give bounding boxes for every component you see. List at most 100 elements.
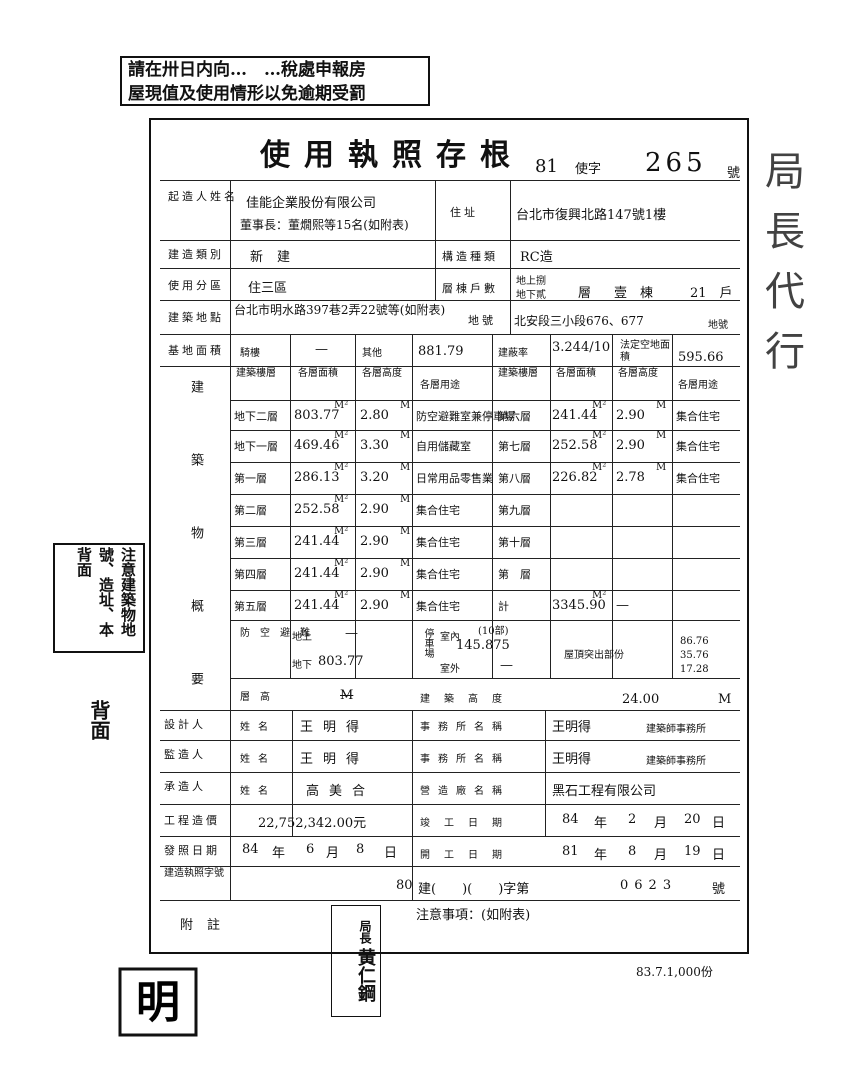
roof-label: 屋頂突出部份: [564, 650, 624, 661]
col-header-use-left: 各層用途: [420, 380, 460, 391]
defense-above-label: 地上: [292, 632, 312, 643]
building-height-value: 24.00: [622, 692, 660, 707]
structure-value: RC造: [520, 250, 553, 265]
owner-company: 佳能企業股份有限公司: [246, 196, 377, 211]
owner-rep: 董事長：董燗熙等15名(如附表): [240, 218, 409, 232]
floors-hu: 21 戶: [690, 286, 733, 301]
left-floor-area: 241.44: [294, 598, 340, 613]
right-floor-area: 3345.90: [552, 598, 606, 613]
left-floor-height: 2.90: [360, 566, 389, 581]
right-floor-height: 2.90: [616, 408, 645, 423]
base-area-label: 基地面積: [168, 344, 224, 357]
left-floor-use: 集合住宅: [416, 600, 460, 613]
parking-outdoor-label: 室外: [440, 664, 460, 675]
issue-label: 發照日期: [164, 844, 220, 857]
base-other-label: 其他: [362, 348, 382, 359]
right-floor-name: 第十層: [498, 536, 531, 549]
structure-label: 構造種類: [442, 250, 498, 263]
roof-value-3: 17.28: [680, 664, 709, 675]
form-footer: 83.7.1,000份: [636, 965, 713, 979]
build-type-label: 建造類別: [168, 248, 224, 261]
doc-word: 使字: [575, 162, 602, 177]
left-floor-name: 第二層: [234, 504, 267, 517]
seal-text: 明: [136, 977, 180, 1028]
tax-notice-stamp: 請在卅日内向… …稅處申報房 屋現值及使用情形以免逾期受罰: [120, 56, 430, 106]
parking-indoor-count: (10部): [478, 626, 509, 637]
chief-seal: 局長 黃仁鋼: [331, 905, 381, 1017]
left-unit-m2: M²: [334, 430, 349, 441]
left-floor-area: 252.58: [294, 502, 340, 517]
left-unit-m: M: [400, 526, 411, 537]
left-floor-name: 第一層: [234, 472, 267, 485]
left-floor-name: 地下一層: [234, 440, 278, 453]
right-floor-name: 第七層: [498, 440, 531, 453]
site-address: 台北市明水路397巷2弄22號等(如附表): [234, 303, 446, 317]
right-unit-m2: M²: [592, 590, 607, 601]
site-lot-value: 北安段三小段676、677: [514, 314, 644, 328]
col-header-height-right: 各層高度: [618, 368, 658, 379]
left-floor-use: 集合住宅: [416, 504, 460, 517]
right-floor-use: 集合住宅: [676, 410, 720, 423]
contractor-name-label: 姓名: [240, 786, 276, 797]
parking-outdoor-value: —: [500, 658, 513, 673]
roof-value-2: 35.76: [680, 650, 709, 661]
build-type-value: 新建: [250, 250, 305, 265]
base-other-value: 881.79: [418, 344, 464, 359]
supervisor-name: 王明得: [300, 752, 370, 767]
permit-year: 80: [396, 878, 413, 893]
back-text: 背面: [87, 700, 111, 740]
left-unit-m2: M²: [334, 558, 349, 569]
floors-below: 地下貳: [516, 290, 546, 301]
left-floor-name: 第四層: [234, 568, 267, 581]
address-label: 住址: [450, 206, 478, 219]
left-unit-m: M: [400, 558, 411, 569]
right-unit-m: M: [656, 430, 667, 441]
left-unit-m: M: [400, 494, 411, 505]
left-floor-use: 集合住宅: [416, 568, 460, 581]
left-unit-m: M: [400, 462, 411, 473]
left-unit-m: M: [400, 590, 411, 601]
supervisor-label: 監造人: [164, 748, 206, 761]
left-floor-height: 2.90: [360, 502, 389, 517]
base-building-label: 騎樓: [240, 348, 260, 359]
contractor-label: 承造人: [164, 780, 206, 793]
left-floor-use: 自用儲藏室: [416, 440, 471, 453]
start-day: 19: [684, 844, 701, 859]
chief-title: 局長: [358, 919, 372, 944]
defense-above-value: —: [345, 626, 358, 641]
building-height-unit: M: [718, 692, 732, 707]
cost-label: 工程造價: [164, 814, 220, 827]
ceng-gao-label: 層高: [240, 692, 280, 703]
supervisor-name-label: 姓名: [240, 754, 276, 765]
completion-m: 月: [654, 816, 668, 831]
right-floor-height: —: [616, 598, 629, 613]
issue-month: 6: [306, 842, 315, 857]
zone-value: 住三區: [248, 281, 288, 296]
left-floor-height: 2.90: [360, 598, 389, 613]
chief-name: 黃仁鋼: [355, 948, 376, 1003]
defense-label: 防空避難: [240, 628, 320, 639]
note-label: 附註: [180, 918, 235, 933]
designer-office-suffix: 建築師事務所: [646, 724, 706, 735]
start-label: 開工日期: [420, 850, 516, 861]
issue-y: 年: [272, 846, 286, 861]
issue-d: 日: [384, 846, 398, 861]
tax-notice-line2: 屋現值及使用情形以免逾期受罰: [128, 84, 366, 104]
issue-day: 8: [356, 842, 365, 857]
start-year: 81: [562, 844, 579, 859]
left-floor-name: 地下二層: [234, 410, 278, 423]
left-unit-m2: M²: [334, 494, 349, 505]
left-floor-height: 3.20: [360, 470, 389, 485]
doc-number: 265: [645, 148, 707, 178]
left-floor-name: 第三層: [234, 536, 267, 549]
cost-value: 22,752,342.00元: [258, 816, 367, 831]
seal-stamp: 明: [118, 967, 198, 1037]
col-header-height-left: 各層高度: [362, 368, 402, 379]
right-floor-name: 第八層: [498, 472, 531, 485]
issue-m: 月: [326, 846, 340, 861]
left-floor-name: 第五層: [234, 600, 267, 613]
right-floor-area: 252.58: [552, 438, 598, 453]
right-floor-use: 集合住宅: [676, 472, 720, 485]
start-d: 日: [712, 848, 726, 863]
ceng-gao-value: M: [340, 688, 354, 703]
